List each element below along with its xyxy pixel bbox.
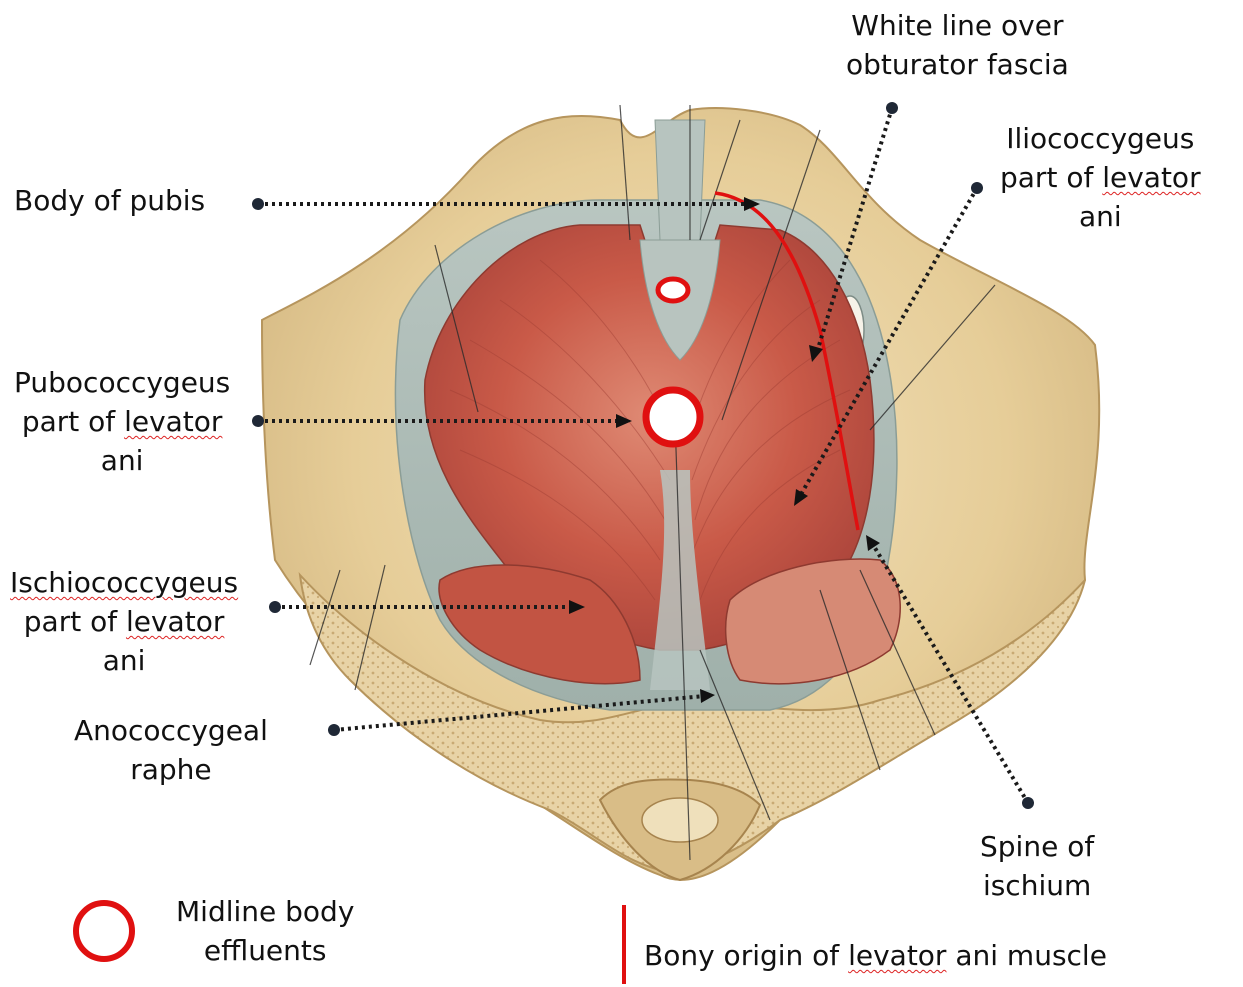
dot-pubococcygeus	[252, 415, 264, 427]
levator-word: levator	[848, 939, 946, 972]
vaginal-opening-marker	[646, 390, 700, 444]
levator-word: levator	[126, 605, 224, 638]
dot-iliococcygeus	[971, 182, 983, 194]
legend-midline-label: Midline body effluents	[176, 892, 354, 970]
label-white-line: White line over obturator fascia	[846, 6, 1069, 84]
dot-ischiococcygeus	[269, 601, 281, 613]
label-body-of-pubis: Body of pubis	[14, 181, 205, 220]
label-pubococcygeus: Pubococcygeus part of levator ani	[14, 363, 230, 480]
legend-red-ring-icon	[76, 903, 132, 959]
legend-bony-origin-label: Bony origin of levator ani muscle	[644, 936, 1107, 975]
levator-word: levator	[1102, 161, 1200, 194]
dot-anococcygeal	[328, 724, 340, 736]
label-anococcygeal: Anococcygeal raphe	[74, 711, 268, 789]
levator-word: levator	[124, 405, 222, 438]
label-ischiococcygeus: Ischiococcygeus part of levator ani	[10, 563, 238, 680]
label-spine-of-ischium: Spine of ischium	[980, 827, 1094, 905]
dot-spine-of-ischium	[1022, 797, 1034, 809]
dot-body-of-pubis	[252, 198, 264, 210]
dot-white-line	[886, 102, 898, 114]
urethral-opening-marker	[658, 279, 688, 301]
label-iliococcygeus: Iliococcygeus part of levator ani	[1000, 119, 1201, 236]
